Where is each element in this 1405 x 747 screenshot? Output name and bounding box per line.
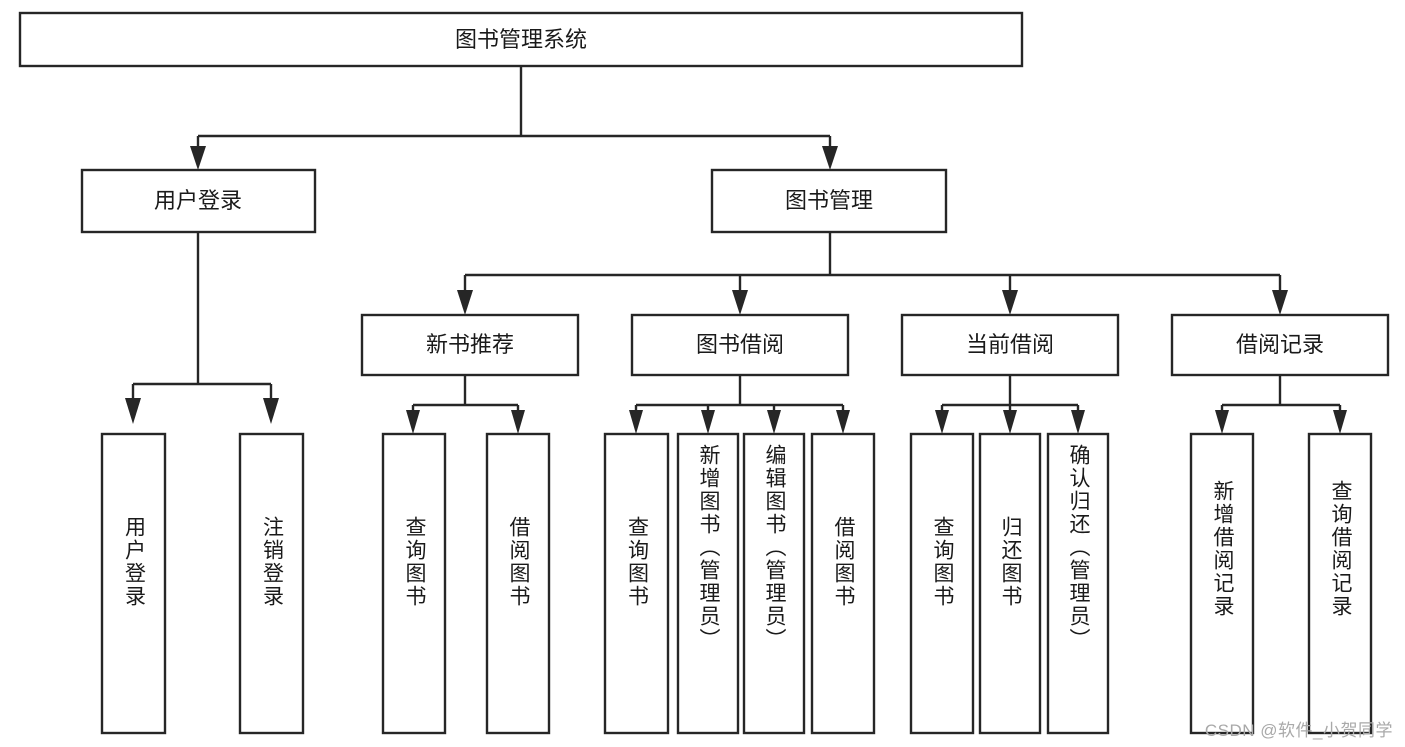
connector-group-bookmgmt-to-level3 [457, 232, 1288, 315]
node-root-label: 图书管理系统 [455, 27, 587, 52]
leaf-box-borrow-book-recommend[interactable] [485, 432, 551, 735]
node-book-borrow-label: 图书借阅 [696, 332, 784, 357]
connector-group-newbook-to-leaves [406, 375, 525, 434]
node-current-borrow-label: 当前借阅 [966, 332, 1054, 357]
arrow-bookborrow-leaf4-icon [836, 410, 850, 434]
leaf-box-logout[interactable] [238, 432, 305, 735]
leaf-box-borrow-book[interactable] [810, 432, 876, 735]
arrow-currentborrow-leaf3-icon [1071, 410, 1085, 434]
connector-group-userlogin-to-leaves [125, 232, 279, 424]
arrow-borrowrecord-leaf1-icon [1215, 410, 1229, 434]
node-book-management-label: 图书管理 [785, 188, 873, 213]
arrow-to-bookborrow-icon [732, 290, 748, 315]
node-borrow-record-box[interactable] [1170, 313, 1390, 377]
arrow-to-book-mgmt-icon [822, 146, 838, 170]
arrow-borrowrecord-leaf2-icon [1333, 410, 1347, 434]
node-root-box[interactable] [18, 11, 1024, 68]
leaf-box-user-login[interactable] [100, 432, 167, 735]
leaf-box-add-book-admin[interactable] [676, 432, 740, 735]
node-current-borrow-box[interactable] [900, 313, 1120, 377]
watermark-text: CSDN @软件_小贺同学 [1204, 721, 1393, 740]
leaf-box-query-borrow-record[interactable] [1307, 432, 1373, 735]
arrow-userlogin-leaf2-icon [263, 398, 279, 424]
leaf-box-add-borrow-record[interactable] [1189, 432, 1255, 735]
node-user-login-box[interactable] [80, 168, 317, 234]
arrow-newbook-leaf1-icon [406, 410, 420, 434]
node-book-borrow-box[interactable] [630, 313, 850, 377]
node-user-login-label: 用户登录 [154, 188, 242, 213]
arrow-to-currentborrow-icon [1002, 290, 1018, 315]
arrow-newbook-leaf2-icon [511, 410, 525, 434]
arrow-userlogin-leaf1-icon [125, 398, 141, 424]
arrow-bookborrow-leaf3-icon [767, 410, 781, 434]
leaf-box-return-book[interactable] [978, 432, 1042, 735]
arrow-bookborrow-leaf1-icon [629, 410, 643, 434]
node-new-book-recommend-label: 新书推荐 [426, 332, 514, 357]
node-new-book-recommend-box[interactable] [360, 313, 580, 377]
leaf-box-query-book-borrow[interactable] [603, 432, 670, 735]
connector-group-currentborrow-to-leaves [935, 375, 1085, 434]
arrow-currentborrow-leaf1-icon [935, 410, 949, 434]
arrow-bookborrow-leaf2-icon [701, 410, 715, 434]
leaf-box-confirm-return-admin[interactable] [1046, 432, 1110, 735]
node-book-management-box[interactable] [710, 168, 948, 234]
arrow-to-borrowrecord-icon [1272, 290, 1288, 315]
arrow-to-user-login-icon [190, 146, 206, 170]
leaf-box-edit-book-admin[interactable] [742, 432, 806, 735]
arrow-to-newbook-icon [457, 290, 473, 315]
connector-group-bookborrow-to-leaves [629, 375, 850, 434]
arrow-currentborrow-leaf2-icon [1003, 410, 1017, 434]
connector-group-root-to-level2 [190, 66, 838, 170]
leaf-box-query-book-recommend[interactable] [381, 432, 447, 735]
node-borrow-record-label: 借阅记录 [1236, 332, 1324, 357]
leaf-box-query-book-current[interactable] [909, 432, 975, 735]
connector-group-borrowrecord-to-leaves [1215, 375, 1347, 434]
